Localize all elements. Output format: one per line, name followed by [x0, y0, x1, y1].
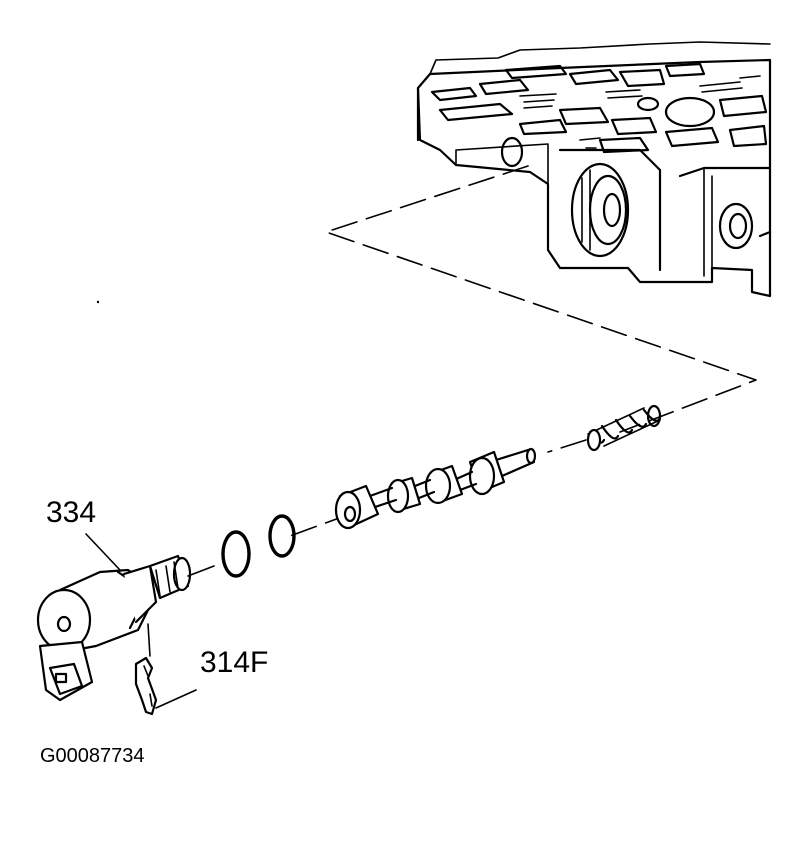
callout-334: 334	[46, 496, 97, 529]
valve-spool	[334, 447, 537, 530]
callout-314f: 314F	[200, 646, 269, 679]
leader-lines	[85, 533, 197, 709]
valve-spring	[586, 404, 662, 452]
retainer-clip	[134, 623, 158, 716]
stray-mark	[96, 300, 100, 304]
valve-body-casting	[416, 41, 772, 298]
shift-solenoid	[36, 554, 215, 702]
o-rings	[221, 514, 296, 578]
figure-id: G00087734	[40, 745, 145, 767]
